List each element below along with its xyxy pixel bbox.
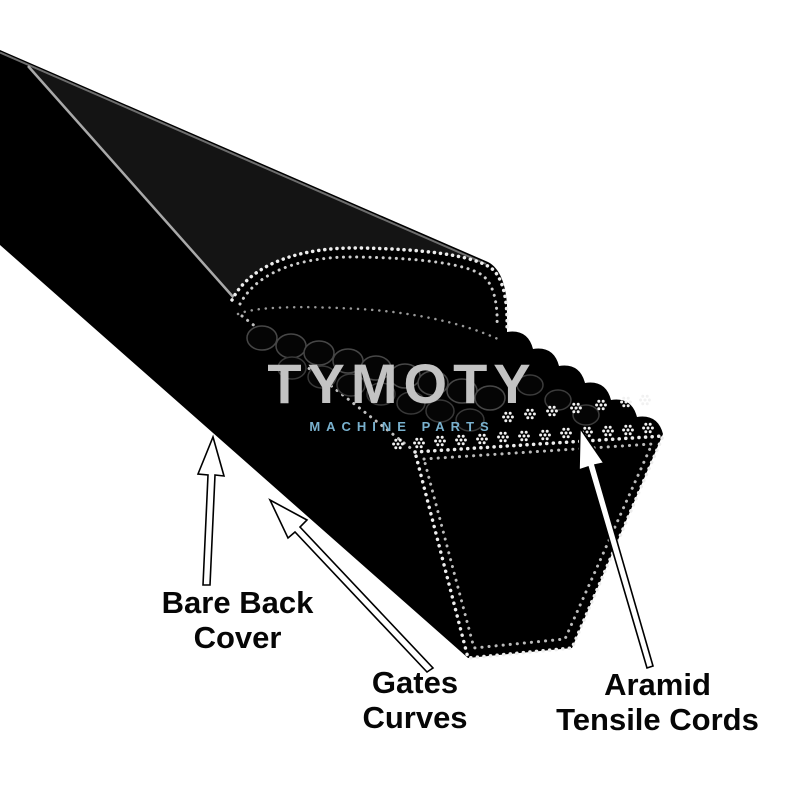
cog-tooth <box>275 333 307 359</box>
cog-tooth <box>425 399 455 423</box>
cog-tooth <box>516 374 544 396</box>
label-aramid-tensile-cords-line1: Aramid <box>604 667 711 702</box>
cog-tooth <box>572 404 600 426</box>
cog-tooth <box>366 382 396 406</box>
cord-cluster <box>639 394 651 406</box>
cog-tooth <box>307 365 337 389</box>
belt-top-edge-highlight <box>0 51 487 265</box>
cog-tooth <box>544 389 572 411</box>
gates-curves-arrow <box>268 498 435 674</box>
cog-tooth <box>277 356 307 380</box>
cog-tooth <box>455 408 485 432</box>
annotation-arrows <box>196 425 654 674</box>
cog-tooth <box>336 373 366 397</box>
label-bare-back-cover-line1: Bare Back <box>161 585 314 620</box>
label-aramid-tensile-cords-line2: Tensile Cords <box>556 701 759 737</box>
flap-stitch-outer <box>230 246 509 332</box>
cog-tooth <box>396 391 426 415</box>
cog-tooth <box>474 385 506 411</box>
peeled-cover-edge-highlight <box>27 65 235 299</box>
label-bare-back-cover-line2: Cover <box>193 619 282 655</box>
peeled-flap <box>232 247 508 340</box>
bare-back-cover-arrow <box>196 434 226 586</box>
cover-sheen <box>0 52 486 298</box>
cog-tooth <box>303 340 335 366</box>
label-gates-curves-line2: Curves <box>362 699 468 735</box>
cog-tooth <box>446 378 478 404</box>
label-gates-curves: Gates Curves <box>325 665 505 735</box>
flap-stitch-bottom <box>236 305 502 342</box>
cog-tooth <box>246 325 278 351</box>
cog-tooth <box>389 363 421 389</box>
cog-tooth <box>360 355 392 381</box>
label-aramid-tensile-cords: Aramid Tensile Cords <box>530 667 785 737</box>
cog-tooth <box>417 370 449 396</box>
label-bare-back-cover: Bare Back Cover <box>105 585 370 655</box>
label-gates-curves-line1: Gates <box>371 665 459 700</box>
cog-teeth <box>246 325 600 432</box>
aramid-tensile-cords-arrow <box>578 425 654 670</box>
cog-tooth <box>332 348 364 374</box>
